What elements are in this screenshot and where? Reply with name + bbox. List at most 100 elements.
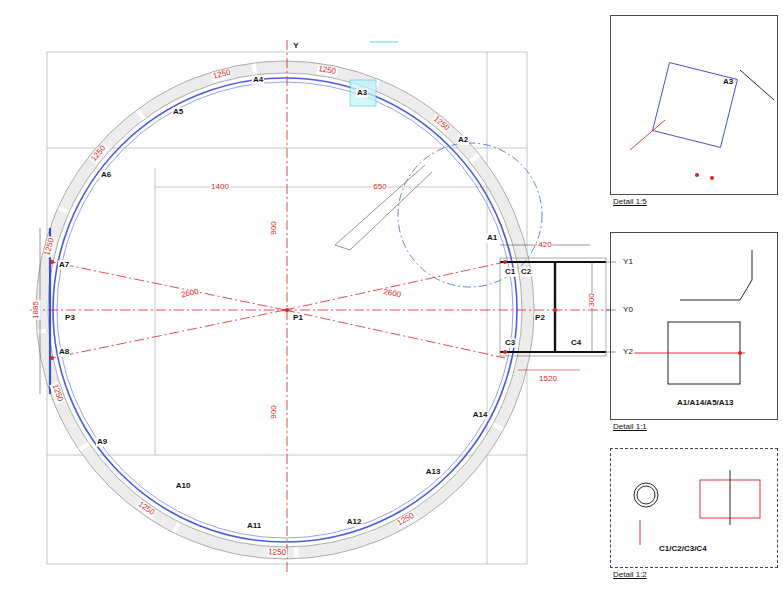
part-name: A9: [96, 438, 108, 447]
dimension-value: 1250: [49, 382, 64, 404]
detail-frame: A1/A14/A5/A13Detail 1:1: [610, 232, 778, 420]
dimension-value: 1400: [210, 183, 230, 192]
segment-ring-part: [42, 67, 528, 553]
highlight-mark: [350, 42, 398, 106]
dimension-value: 420: [537, 241, 552, 250]
anchor-points-part: [50, 356, 54, 360]
anchor-points: [50, 260, 557, 360]
beam-section-part: [500, 258, 606, 356]
anchor-points-part: [553, 308, 557, 312]
dimension-lines-part: [518, 370, 580, 371]
dimension-value: 650: [372, 183, 387, 192]
part-name: A5: [172, 108, 184, 117]
anchor-points-part: [285, 308, 289, 312]
dimension-value: 300: [588, 292, 597, 307]
wedge-lines: [335, 165, 432, 250]
detail-label: A3: [723, 78, 733, 87]
part-name: P1: [292, 314, 304, 323]
part-name: Y2: [622, 348, 634, 357]
part-name: A3: [356, 89, 368, 98]
dimension-value: 1520: [538, 375, 558, 384]
beam-section-part: [554, 262, 556, 352]
dimension-value: 1250: [89, 144, 108, 165]
dimension-value: 900: [270, 220, 279, 235]
detail-caption: Detail 1:5: [613, 198, 647, 207]
detail-label: C1/C2/C3/C4: [659, 545, 707, 554]
detail-label: A1/A14/A5/A13: [677, 399, 733, 408]
part-name: A11: [246, 522, 262, 531]
dimension-value: 1250: [267, 548, 287, 557]
part-name: C3: [504, 339, 516, 348]
part-name: A4: [252, 76, 264, 85]
part-name: A6: [100, 171, 112, 180]
dimension-lines-part: [606, 262, 616, 263]
grid-lines-part: [487, 52, 488, 564]
part-name: A8: [58, 348, 70, 357]
detail-sketch-part: [695, 173, 699, 177]
part-name: P2: [534, 314, 546, 323]
detail-sketch: [628, 63, 774, 545]
beam-section-part: [500, 261, 606, 263]
anchor-points-part: [503, 350, 507, 354]
dimension-value: 1250: [316, 65, 337, 77]
detail-sketch-part: [628, 353, 745, 354]
center-axes-part: [285, 262, 505, 310]
reference-circle: [398, 143, 542, 287]
beam-section-part: [500, 351, 606, 353]
grid-lines-part: [155, 168, 156, 455]
part-name: A7: [58, 261, 70, 270]
detail-frame: A3Detail 1:5: [610, 15, 778, 195]
center-axes: [30, 40, 610, 575]
highlight-mark-part: [370, 42, 398, 43]
wedge-lines-part: [350, 172, 432, 250]
dimension-value: 1250: [395, 511, 417, 529]
center-axes-part: [52, 310, 285, 358]
detail-sketch-part: [738, 351, 742, 355]
detail-sketch-part: [634, 483, 658, 507]
part-name: A1: [486, 234, 498, 243]
beam-section: [500, 258, 606, 356]
part-name: Y0: [622, 306, 634, 315]
detail-caption: Detail 1:1: [613, 423, 647, 432]
grid-lines-part: [155, 187, 487, 188]
detail-sketch-part: [640, 520, 641, 545]
detail-sketch-part: [730, 470, 731, 525]
part-name: A2: [457, 136, 469, 145]
reference-circle-part: [398, 143, 542, 287]
anchor-points-part: [50, 260, 54, 264]
center-axes-part: [30, 310, 610, 311]
dimension-value: 2600: [179, 288, 200, 301]
wedge-lines-part: [335, 165, 425, 245]
part-name: A13: [425, 468, 442, 477]
detail-sketch-part: [740, 70, 774, 100]
part-name: A10: [175, 482, 192, 491]
dimension-value: 1250: [431, 114, 452, 133]
detail-frame: C1/C2/C3/C4Detail 1:2: [610, 448, 778, 568]
dimension-value: 2600: [381, 288, 402, 301]
detail-sketch-part: [740, 250, 752, 300]
detail-sketch-part: [637, 486, 655, 504]
detail-sketch-part: [653, 63, 738, 148]
part-name: A14: [472, 411, 489, 420]
dimension-value: 1250: [211, 68, 232, 82]
dimension-value: 900: [270, 404, 279, 419]
part-name: Y: [292, 42, 299, 51]
part-name: A12: [346, 518, 363, 527]
detail-sketch-part: [630, 120, 665, 150]
highlight-mark-part: [350, 80, 376, 106]
detail-sketch-part: [680, 300, 740, 301]
detail-sketch-part: [710, 176, 714, 180]
part-name: C1: [504, 268, 516, 277]
part-name: C4: [570, 339, 582, 348]
dimension-lines-part: [606, 310, 616, 311]
detail-caption: Detail 1:2: [613, 571, 647, 580]
dimension-lines: [40, 228, 616, 394]
center-axes-part: [287, 40, 288, 575]
wedge-lines-part: [335, 245, 350, 250]
part-name: P3: [64, 314, 76, 323]
dimension-value: 1250: [43, 236, 57, 257]
dimension-value: 1250: [135, 500, 156, 519]
part-name: C2: [520, 268, 532, 277]
part-name: Y1: [622, 258, 634, 267]
